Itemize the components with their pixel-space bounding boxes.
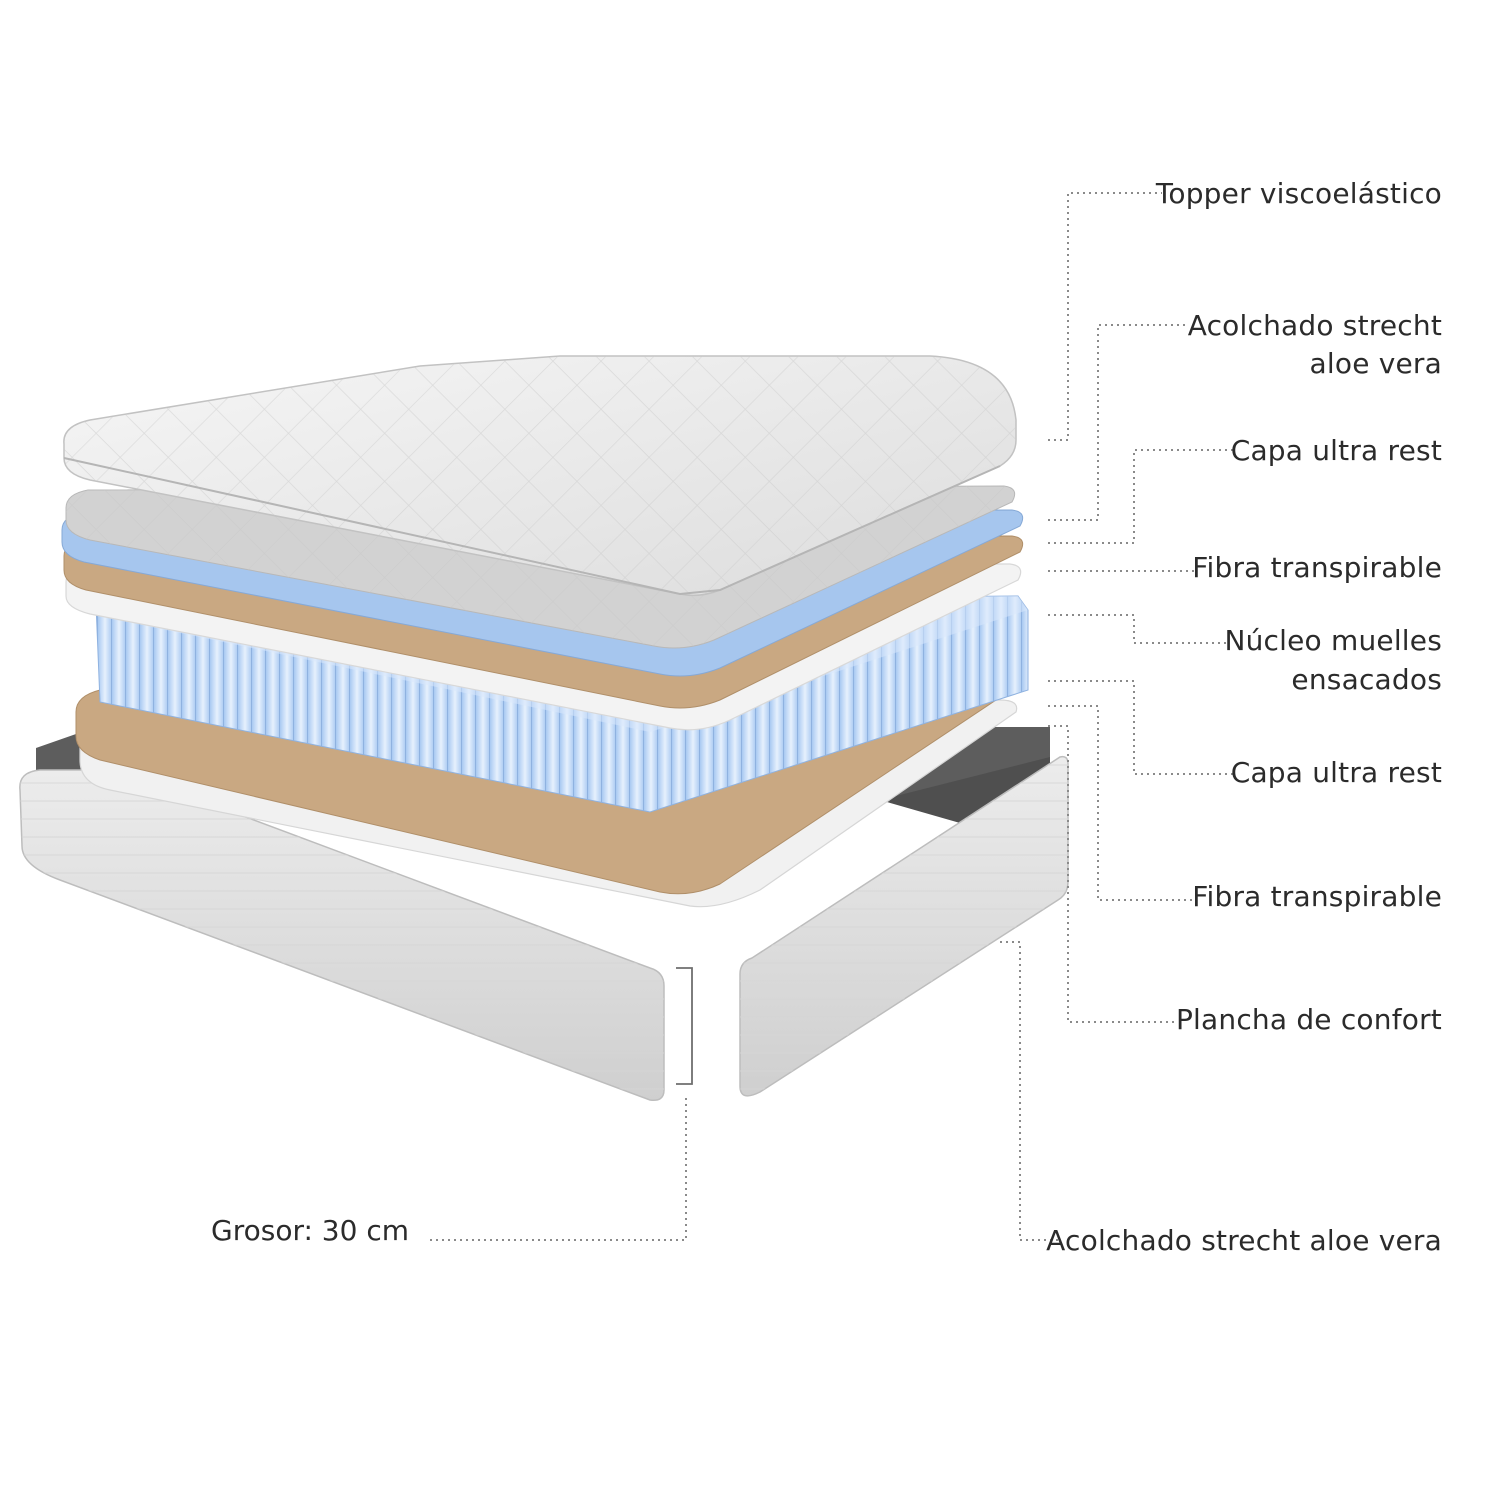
label-fibra-transpirable-2: Fibra transpirable xyxy=(1192,880,1442,913)
label-nucleo-line2: ensacados xyxy=(1291,663,1442,696)
label-thickness: Grosor: 30 cm xyxy=(211,1214,409,1247)
label-capa-ultra-rest-1: Capa ultra rest xyxy=(1230,434,1442,467)
label-acolchado-top-line1: Acolchado strecht xyxy=(1187,309,1442,342)
label-nucleo-line1: Núcleo muelles xyxy=(1224,624,1442,657)
leader-capa-ultra-rest-2 xyxy=(1048,680,1236,775)
topper-layer xyxy=(63,355,1017,597)
thickness-bracket xyxy=(676,967,693,1085)
leader-acolchado-side xyxy=(1000,941,1058,1241)
leader-nucleo xyxy=(1048,614,1228,644)
label-topper: Topper viscoelástico xyxy=(1155,177,1442,210)
leader-lines xyxy=(426,192,1236,1241)
leader-plancha xyxy=(1048,725,1176,1023)
label-acolchado-side: Acolchado strecht aloe vera xyxy=(1046,1224,1442,1257)
leader-fibra-2 xyxy=(1048,705,1196,901)
label-acolchado-top-line2: aloe vera xyxy=(1309,347,1442,380)
label-plancha-de-confort: Plancha de confort xyxy=(1175,1003,1442,1036)
label-fibra-transpirable-1: Fibra transpirable xyxy=(1192,551,1442,584)
leader-acolchado-top xyxy=(1048,324,1188,521)
leader-thickness xyxy=(426,1098,687,1241)
leader-capa-ultra-rest-1 xyxy=(1048,449,1236,544)
leader-topper xyxy=(1048,192,1162,441)
label-capa-ultra-rest-2: Capa ultra rest xyxy=(1230,756,1442,789)
side-panel-front xyxy=(19,769,665,1102)
